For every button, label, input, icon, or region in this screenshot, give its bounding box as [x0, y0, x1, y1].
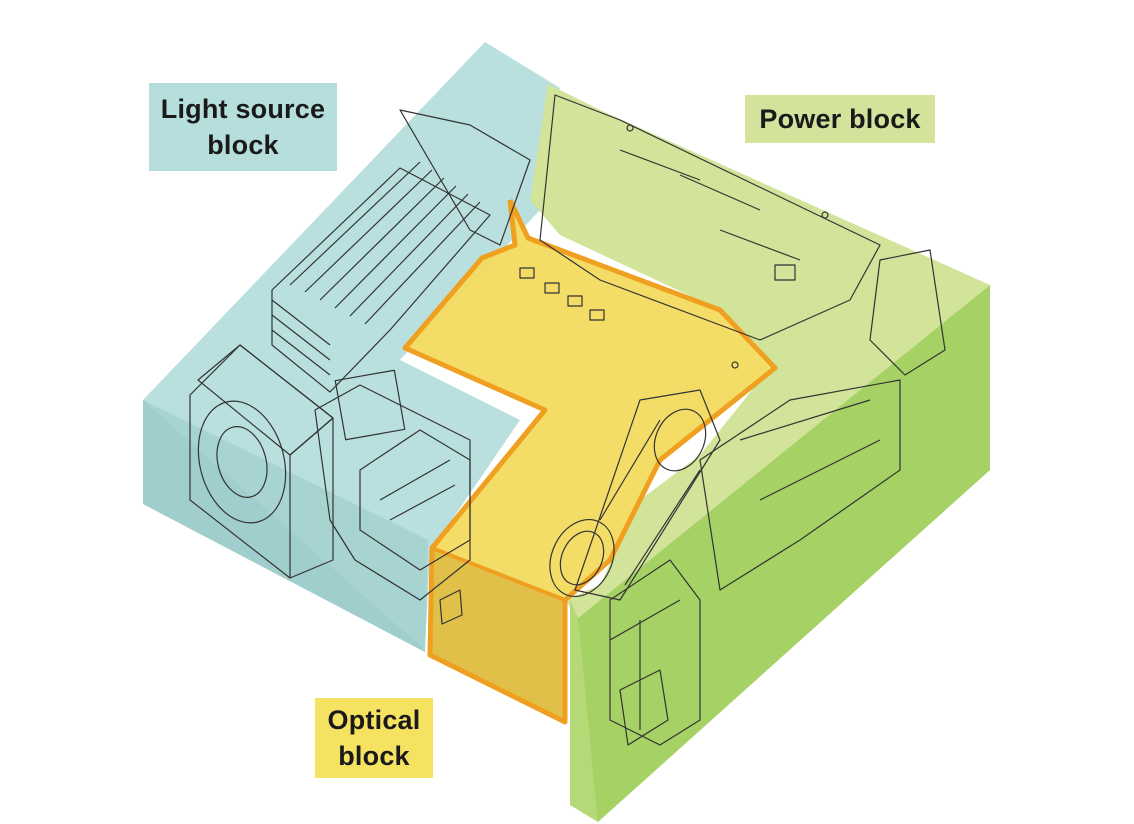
- mechanical-linework: [189, 94, 946, 746]
- light-block-top: [143, 42, 560, 650]
- optical-label-line2: block: [338, 741, 410, 771]
- optical-block: [402, 198, 778, 725]
- power-block-front: [570, 285, 990, 822]
- power-supply-icon: [609, 249, 946, 746]
- lens-icon: [549, 389, 721, 601]
- fan-icon: [189, 344, 334, 579]
- lamp-housing-icon: [314, 384, 471, 625]
- light-source-block: [143, 42, 560, 652]
- optical-block-front: [430, 548, 565, 722]
- light-source-label-line2: block: [207, 130, 279, 160]
- optical-label-line1: Optical: [327, 705, 421, 735]
- heatsink-icon: [271, 109, 531, 441]
- optical-block-label: Optical block: [315, 698, 433, 778]
- optical-block-outline: [402, 198, 778, 725]
- light-source-block-label: Light source block: [149, 83, 337, 171]
- power-block-label: Power block: [745, 95, 935, 143]
- optical-block-top: [405, 200, 775, 600]
- power-label-line1: Power block: [759, 104, 921, 134]
- optical-edge: [431, 546, 566, 602]
- power-block-side: [570, 600, 598, 822]
- light-block-left-face: [143, 400, 428, 652]
- circuit-board-icon: [519, 94, 881, 369]
- light-source-label-line1: Light source: [160, 94, 326, 124]
